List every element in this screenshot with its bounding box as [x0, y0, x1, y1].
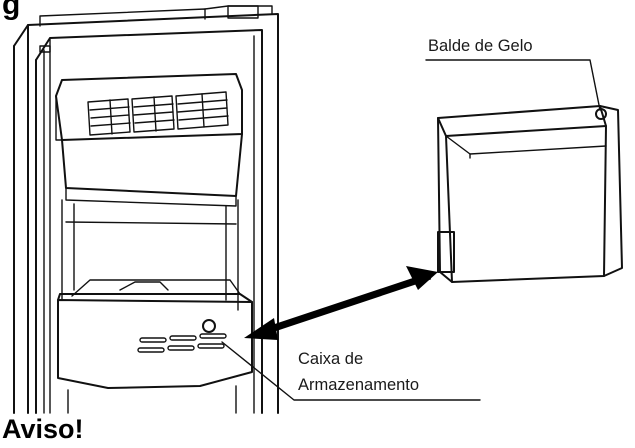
storage-box-top: [57, 293, 253, 303]
door-latch-box: [227, 5, 259, 19]
vent-grille: [87, 91, 229, 136]
connector-arrow: [244, 266, 438, 340]
storage-box-knob: [202, 319, 216, 333]
ice-bucket-knob: [595, 108, 607, 120]
storage-box-label-line2: Armazenamento: [298, 376, 419, 394]
arrow-shaft: [260, 272, 432, 336]
storage-box-inner-rim: [71, 279, 241, 297]
callout-ice-bucket: Balde de Gelo: [425, 37, 601, 111]
arrow-head-left: [244, 318, 278, 340]
warning-title: Aviso!: [2, 414, 84, 443]
icemaker-front-face: [61, 133, 243, 197]
lower-rails: [67, 385, 237, 414]
icemaker-top-housing: [55, 73, 243, 141]
ice-bucket-clip: [437, 231, 455, 273]
callout-storage-box: Caixa de Armazenamento: [221, 341, 481, 401]
header-partial-text: g: [2, 0, 20, 21]
door-outer-frame: [13, 13, 279, 414]
ice-bucket: [437, 105, 623, 283]
icemaker-bottom-lip: [65, 187, 237, 207]
liner-frame: [35, 29, 263, 414]
storage-box-label-line1: Caixa de: [298, 350, 363, 368]
arrow-head-right: [406, 266, 438, 290]
inner-shelf-line: [65, 221, 237, 225]
ice-bucket-leader-line: [425, 59, 601, 111]
ice-bucket-front-right: [603, 125, 607, 277]
left-rail: [61, 199, 75, 301]
ice-bucket-lid-top: [437, 105, 607, 137]
hinge-mark: [39, 45, 51, 53]
storage-box-slots: [137, 333, 227, 353]
door-top-latch: [204, 5, 273, 15]
storage-box-ridge: [119, 281, 169, 291]
storage-box-leader-line: [221, 341, 481, 401]
icemaker-side: [55, 95, 63, 141]
ice-bucket-body: [437, 105, 623, 283]
freezer-door: [13, 5, 279, 414]
ice-bucket-label: Balde de Gelo: [428, 37, 533, 55]
ice-bucket-front-left: [445, 135, 453, 283]
storage-box-front: [57, 299, 253, 389]
